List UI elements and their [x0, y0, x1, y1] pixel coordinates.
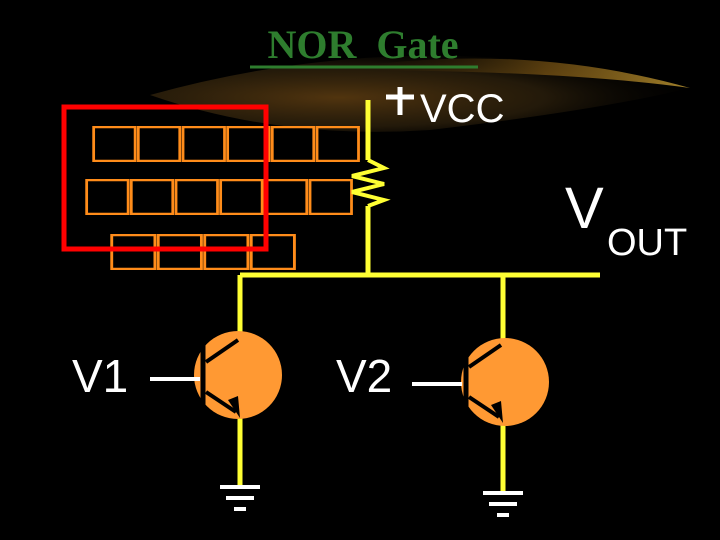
vcc-label: VCC	[420, 87, 504, 131]
boxed-text: □□□□□□ □□□□□□ □□□□	[85, 108, 360, 283]
resistor-icon	[351, 158, 391, 208]
ground-icon	[483, 491, 523, 517]
boxed-text-row-2: □□□□□□	[85, 161, 353, 228]
ground-icon	[220, 485, 260, 511]
vout-label-sub: OUT	[607, 222, 687, 264]
transistor-q2	[412, 338, 549, 426]
plus-icon	[386, 87, 414, 115]
page-title: NOR Gate	[267, 22, 458, 67]
v1-label: V1	[72, 350, 128, 402]
boxed-text-row-1: □□□□□□	[92, 108, 360, 175]
circuit-wires	[237, 100, 600, 492]
highlight-box	[61, 104, 269, 252]
vout-label-main: V	[565, 176, 604, 241]
v2-label: V2	[336, 350, 392, 402]
transistor-q1	[150, 331, 282, 419]
